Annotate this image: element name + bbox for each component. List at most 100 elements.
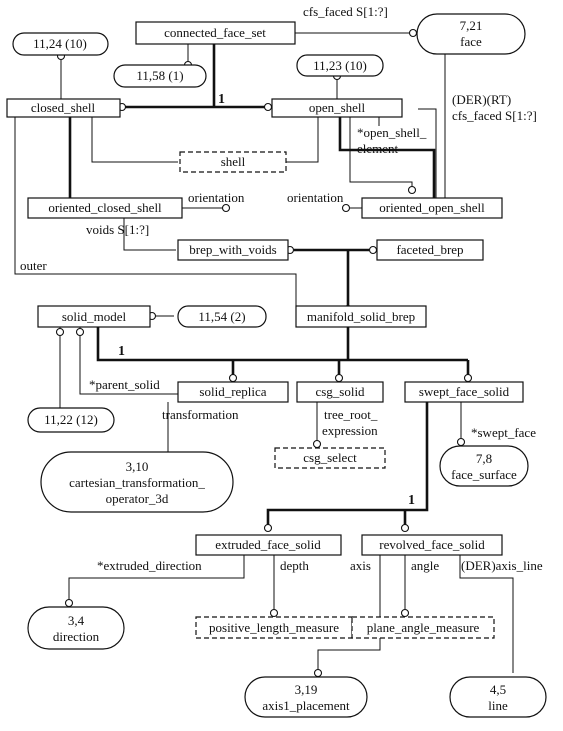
attr-extruded-direction: *extruded_direction	[97, 558, 202, 573]
sfs-sub-circle	[463, 373, 473, 383]
subtype-one-solid: 1	[118, 344, 125, 359]
sm-subtype-bar	[96, 327, 468, 362]
oriented-open-shell-box: oriented_open_shell	[361, 197, 503, 219]
faceted-brep-box: faceted_brep	[376, 239, 484, 261]
extruded-face-solid-box: extruded_face_solid	[195, 534, 342, 556]
closed-shell-label: closed_shell	[31, 100, 96, 115]
csg-solid-label: csg_solid	[315, 384, 365, 399]
solid-model-label: solid_model	[62, 309, 127, 324]
ref-cartesian-name1: cartesian_transformation_	[69, 475, 205, 490]
oos-orientation-circle	[341, 203, 351, 213]
ocs-orientation-circle	[221, 203, 231, 213]
der-axis-line	[459, 555, 514, 673]
attr-voids: voids S[1:?]	[86, 222, 149, 237]
swept-face-solid-box: swept_face_solid	[404, 381, 524, 403]
connected-face-set-label: connected_face_set	[164, 25, 266, 40]
ref-axis1-name: axis1_placement	[262, 698, 350, 713]
attr-open-shell-element-2: element	[357, 141, 399, 156]
manifold-solid-brep-box: manifold_solid_brep	[295, 305, 427, 328]
csg-solid-box: csg_solid	[296, 381, 384, 403]
ref-11-22-label: 11,22 (12)	[44, 412, 98, 427]
ref-11-54: 11,54 (2)	[177, 305, 267, 328]
ref-direction-num: 3,4	[68, 613, 85, 628]
axis-line	[317, 555, 381, 673]
plane-angle-measure-label: plane_angle_measure	[367, 620, 480, 635]
ref-line-num: 4,5	[490, 682, 506, 697]
ref-direction-name: direction	[53, 629, 100, 644]
csg-select-label: csg_select	[303, 450, 357, 465]
ref-cartesian-name2: operator_3d	[106, 491, 169, 506]
attr-orientation-left: orientation	[188, 190, 245, 205]
cfs-faced-circle	[408, 28, 418, 38]
shell-label: shell	[221, 154, 246, 169]
extruded-direction-line	[68, 555, 245, 605]
attr-angle: angle	[411, 558, 439, 573]
attr-parent-solid: *parent_solid	[89, 377, 160, 392]
rfs-sub-circle	[400, 523, 410, 533]
ref-cartesian-num: 3,10	[126, 459, 149, 474]
ref-line-name: line	[488, 698, 508, 713]
attr-cfs-faced-top: cfs_faced S[1:?]	[303, 4, 388, 19]
subtype-one-swept: 1	[408, 493, 415, 508]
positive-length-measure-label: positive_length_measure	[209, 620, 339, 635]
solid-replica-label: solid_replica	[199, 384, 266, 399]
ref-11-58: 11,58 (1)	[113, 64, 207, 88]
parent-solid-circle	[75, 327, 85, 337]
solid-model-box: solid_model	[37, 305, 151, 328]
csg-sub-circle	[334, 373, 344, 383]
faceted-brep-label: faceted_brep	[396, 242, 463, 257]
tree-root-circle	[312, 439, 322, 449]
ref-face-name: face	[460, 34, 482, 49]
swept-face-circle	[456, 437, 466, 447]
efs-sub-circle	[263, 523, 273, 533]
ref-cartesian-transformation: 3,10 cartesian_transformation_ operator_…	[40, 451, 234, 513]
ref-face-num: 7,21	[460, 18, 483, 33]
swept-face-solid-label: swept_face_solid	[419, 384, 510, 399]
attr-tree-root-1: tree_root_	[324, 407, 378, 422]
ref-direction: 3,4 direction	[27, 606, 125, 650]
ref-axis1-placement: 3,19 axis1_placement	[244, 676, 368, 718]
connected-face-set-box: connected_face_set	[135, 21, 296, 45]
os-to-oos-thin	[418, 108, 437, 198]
ref-axis1-num: 3,19	[295, 682, 318, 697]
attr-orientation-right: orientation	[287, 190, 344, 205]
depth-circle	[269, 608, 279, 618]
revolved-face-solid-box: revolved_face_solid	[361, 534, 503, 556]
oriented-closed-shell-label: oriented_closed_shell	[48, 200, 162, 215]
ref-11-58-label: 11,58 (1)	[136, 68, 183, 83]
open-shell-label: open_shell	[309, 100, 366, 115]
attr-der-axis-line: (DER)axis_line	[461, 558, 543, 573]
extruded-face-solid-label: extruded_face_solid	[215, 537, 321, 552]
ref-11-24-label: 11,24 (10)	[33, 36, 87, 51]
closed-shell-to-shell	[91, 117, 178, 163]
ref-11-23-label: 11,23 (10)	[313, 58, 367, 73]
ref-11-24: 11,24 (10)	[12, 32, 109, 56]
attr-axis: axis	[350, 558, 371, 573]
plane-angle-measure-box: plane_angle_measure	[351, 616, 495, 639]
shell-box: shell	[179, 151, 287, 173]
attr-tree-root-2: expression	[322, 423, 378, 438]
subtype-one-shell: 1	[218, 92, 225, 107]
voids-line	[123, 218, 176, 251]
open-shell-element-circle	[407, 185, 417, 195]
attr-transformation: transformation	[162, 407, 239, 422]
attr-outer: outer	[20, 258, 47, 273]
attr-der-rt: (DER)(RT)	[452, 92, 511, 107]
sm-ref2-circle	[55, 327, 65, 337]
attr-cfs-faced-der: cfs_faced S[1:?]	[452, 108, 537, 123]
outer-line	[14, 117, 297, 306]
ref-11-22: 11,22 (12)	[27, 407, 115, 433]
oriented-open-shell-label: oriented_open_shell	[379, 200, 485, 215]
ref-face-surface-num: 7,8	[476, 451, 492, 466]
revolved-face-solid-label: revolved_face_solid	[379, 537, 485, 552]
closed-shell-box: closed_shell	[6, 98, 121, 118]
axis-circle	[313, 668, 323, 678]
extruded-direction-circle	[64, 598, 74, 608]
ref-face-surface: 7,8 face_surface	[439, 445, 529, 487]
sr-sub-circle	[228, 373, 238, 383]
angle-circle	[400, 608, 410, 618]
positive-length-measure-box: positive_length_measure	[195, 616, 353, 639]
fb-circle	[368, 245, 378, 255]
open-shell-to-shell	[286, 117, 319, 163]
